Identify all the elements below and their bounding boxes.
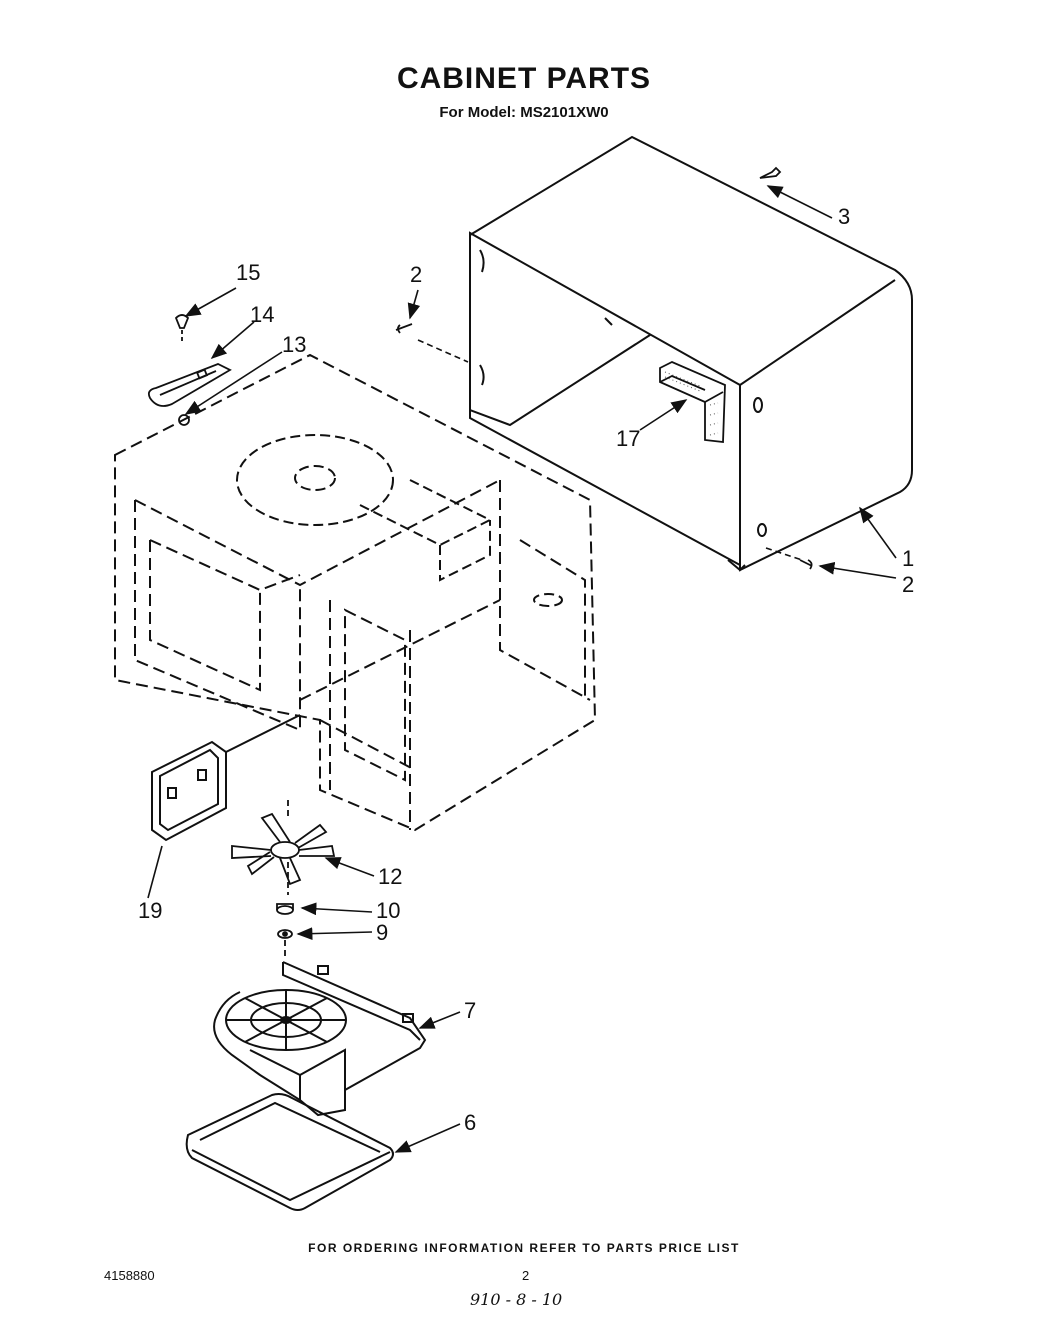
callout-2-upper: 2 bbox=[410, 262, 422, 287]
callout-numbers: 3 2 1 2 17 15 14 13 19 12 10 9 7 6 bbox=[138, 204, 914, 1135]
document-number: 4158880 bbox=[104, 1268, 155, 1283]
handwritten-annotation: 910 - 8 - 10 bbox=[470, 1290, 563, 1309]
screws bbox=[174, 166, 813, 570]
callout-9: 9 bbox=[376, 920, 388, 945]
callout-10: 10 bbox=[376, 898, 400, 923]
fan-blade-part bbox=[231, 800, 336, 895]
bracket-part bbox=[147, 363, 232, 407]
leader-lines bbox=[147, 185, 897, 1153]
blower-housing-part bbox=[213, 961, 427, 1117]
callout-19: 19 bbox=[138, 898, 162, 923]
model-subtitle: For Model: MS2101XW0 bbox=[439, 104, 609, 121]
ordering-note: FOR ORDERING INFORMATION REFER TO PARTS … bbox=[308, 1241, 740, 1255]
filter-plate-part bbox=[185, 1093, 394, 1211]
callout-3: 3 bbox=[838, 204, 850, 229]
callout-1: 1 bbox=[902, 546, 914, 571]
callout-2-lower: 2 bbox=[902, 572, 914, 597]
callout-14: 14 bbox=[250, 302, 274, 327]
callout-13: 13 bbox=[282, 332, 306, 357]
insulation-block-part bbox=[659, 361, 726, 444]
panel-part bbox=[151, 714, 301, 842]
callout-7: 7 bbox=[464, 998, 476, 1023]
callout-15: 15 bbox=[236, 260, 260, 285]
outer-cabinet-part bbox=[469, 135, 913, 572]
cavity-turntable-recess bbox=[236, 434, 563, 607]
callout-17: 17 bbox=[616, 426, 640, 451]
callout-6: 6 bbox=[464, 1110, 476, 1135]
page-number: 2 bbox=[522, 1268, 530, 1283]
callout-12: 12 bbox=[378, 864, 402, 889]
page-title: CABINET PARTS bbox=[396, 62, 652, 95]
spacer-washer-parts bbox=[276, 903, 294, 960]
inner-cavity-frame bbox=[114, 353, 597, 832]
